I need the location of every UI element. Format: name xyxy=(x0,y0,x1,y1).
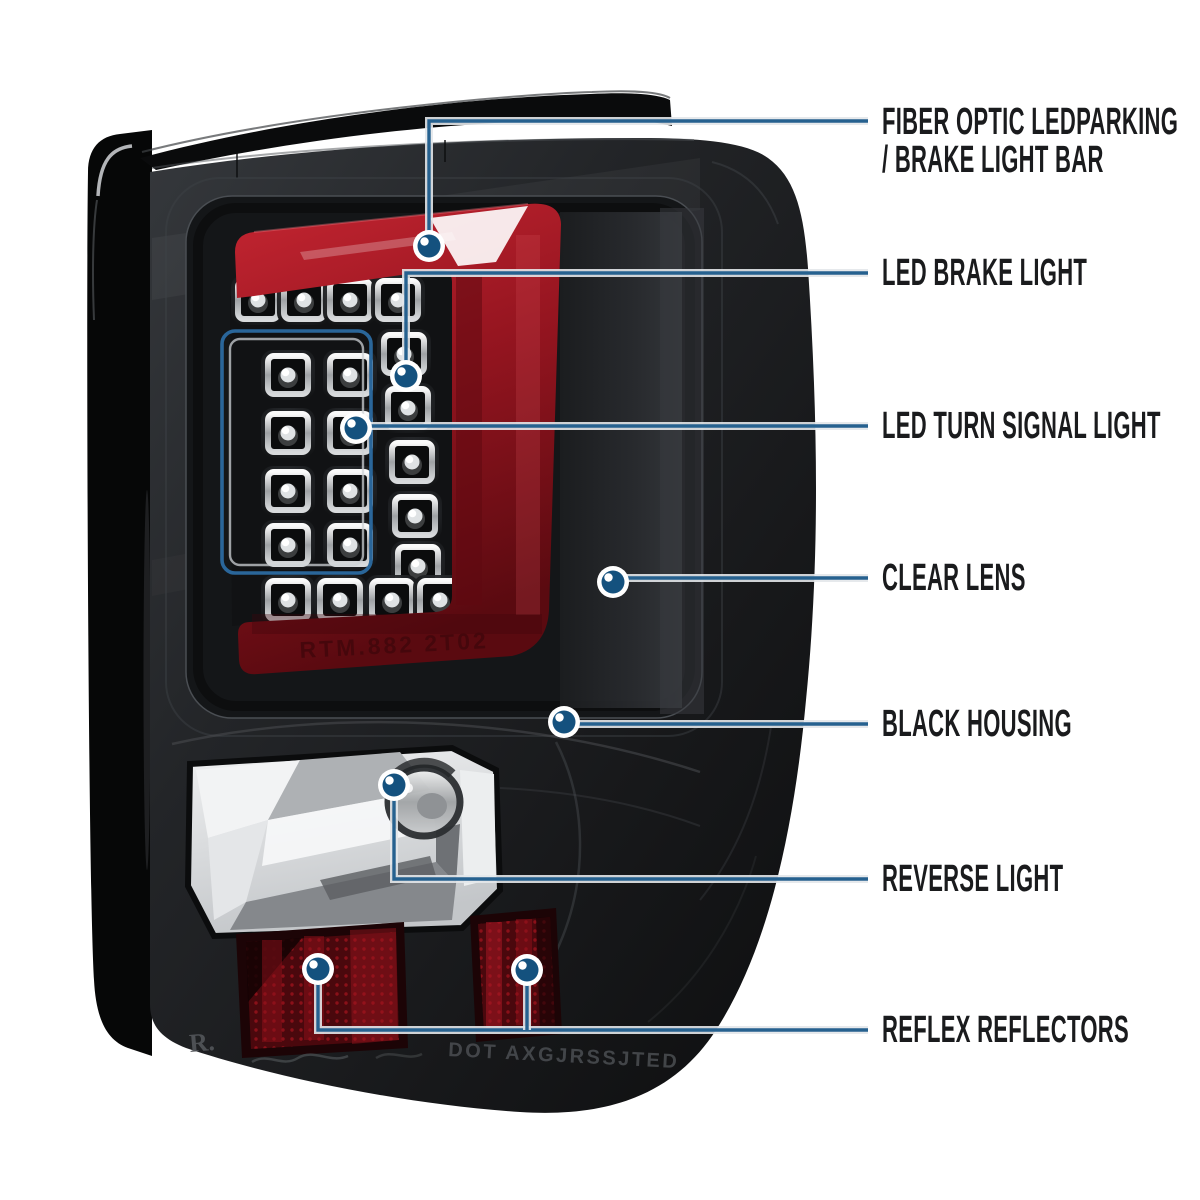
led-module xyxy=(388,491,442,541)
housing-seams xyxy=(171,720,701,953)
callout-marker xyxy=(413,230,445,262)
led-module xyxy=(261,350,315,400)
callout-label-fiber-optic-bar: FIBER OPTIC LEDPARKING / BRAKE LIGHT BAR xyxy=(882,101,1179,181)
callout-marker xyxy=(511,954,543,986)
callout-label-reverse-light: REVERSE LIGHT xyxy=(882,858,1064,900)
callout-label-clear-lens: CLEAR LENS xyxy=(882,557,1026,599)
callout-black-housing xyxy=(548,706,868,738)
callout-line xyxy=(427,119,868,246)
led-module xyxy=(261,520,315,570)
callout-led-turn-signal-light xyxy=(340,412,868,444)
callout-led-brake-light xyxy=(390,269,868,392)
callout-label-black-housing: BLACK HOUSING xyxy=(882,703,1072,745)
callout-marker xyxy=(597,566,629,598)
callout-reverse-light xyxy=(378,769,868,883)
led-module xyxy=(261,466,315,516)
led-module xyxy=(261,408,315,458)
callout-label-led-turn-signal-light: LED TURN SIGNAL LIGHT xyxy=(882,405,1161,447)
led-module xyxy=(385,437,439,487)
top-cap xyxy=(140,90,672,170)
led-module xyxy=(261,575,315,625)
callout-marker xyxy=(340,412,372,444)
callout-line xyxy=(316,969,868,1032)
callout-reflex-reflectors xyxy=(302,953,868,1034)
callout-marker xyxy=(302,953,334,985)
tail-light-product: RTM.882 2T02 xyxy=(87,90,816,1113)
callout-marker xyxy=(390,360,422,392)
callout-clear-lens xyxy=(597,566,868,598)
led-module xyxy=(371,275,425,325)
led-module xyxy=(323,350,377,400)
callout-marker xyxy=(378,769,410,801)
reverse-light-lens xyxy=(184,744,504,940)
callout-fiber-optic-bar xyxy=(413,117,868,262)
led-module xyxy=(323,466,377,516)
turn-signal-highlight-box xyxy=(220,329,373,575)
callout-line xyxy=(392,785,868,881)
reflex-reflector-right xyxy=(470,908,562,1042)
callout-label-led-brake-light: LED BRAKE LIGHT xyxy=(882,252,1088,294)
callout-lines xyxy=(302,117,868,1034)
led-module xyxy=(323,520,377,570)
left-side-edge xyxy=(87,130,152,1056)
callout-label-reflex-reflectors: REFLEX REFLECTORS xyxy=(882,1009,1129,1051)
led-module xyxy=(313,575,367,625)
callout-line xyxy=(404,271,868,376)
side-mark: R. xyxy=(188,1027,216,1058)
callout-marker xyxy=(548,706,580,738)
